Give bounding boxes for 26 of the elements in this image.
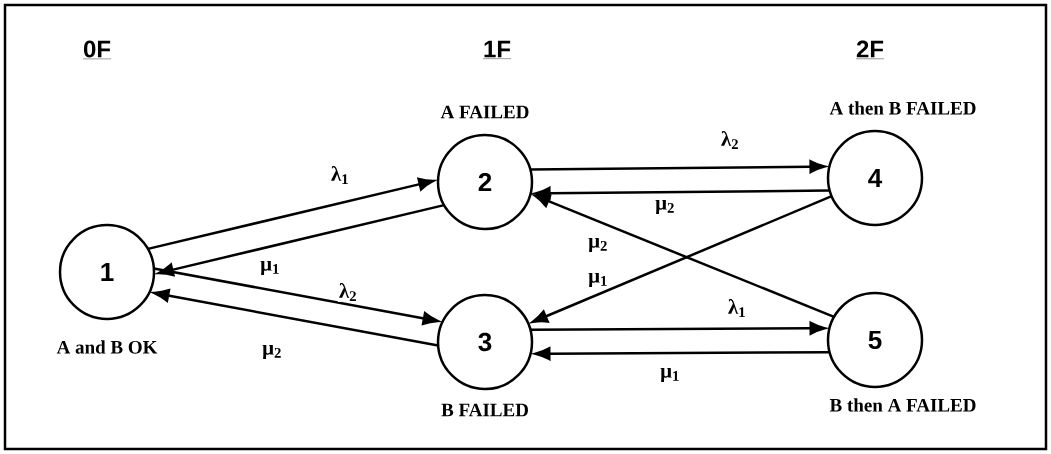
edge-label: μ$_{2}$ <box>587 236 609 254</box>
edge-label: λ$_{1}$ <box>726 298 748 318</box>
edge-label: μ$_{2}$ <box>654 198 676 216</box>
column-heading: 2F <box>855 40 885 59</box>
state-label: B then A FAILED <box>829 398 976 412</box>
column-heading: 1F <box>482 40 512 59</box>
arrow <box>534 186 830 200</box>
column-heading: 0F <box>82 40 112 60</box>
state-label: B FAILED <box>441 403 528 417</box>
state-label: A and B OK <box>56 340 158 354</box>
edge-label: λ$_{2}$ <box>719 130 741 150</box>
arrow <box>147 177 435 251</box>
arrow <box>534 347 830 361</box>
edge-label: λ$_{2}$ <box>337 282 359 302</box>
edge-label: μ$_{1}$ <box>259 259 281 277</box>
arrow <box>153 289 439 347</box>
state-label: A then B FAILED <box>829 101 976 115</box>
arrow <box>530 321 826 335</box>
edge-label: μ$_{1}$ <box>587 271 609 289</box>
edge-label: μ$_{2}$ <box>261 343 283 361</box>
arrow <box>153 267 439 325</box>
state-label: A FAILED <box>440 105 529 119</box>
edge-label: λ$_{1}$ <box>329 165 351 185</box>
arrow <box>530 160 826 174</box>
edge-label: μ$_{1}$ <box>659 366 681 384</box>
arrow <box>157 203 445 277</box>
